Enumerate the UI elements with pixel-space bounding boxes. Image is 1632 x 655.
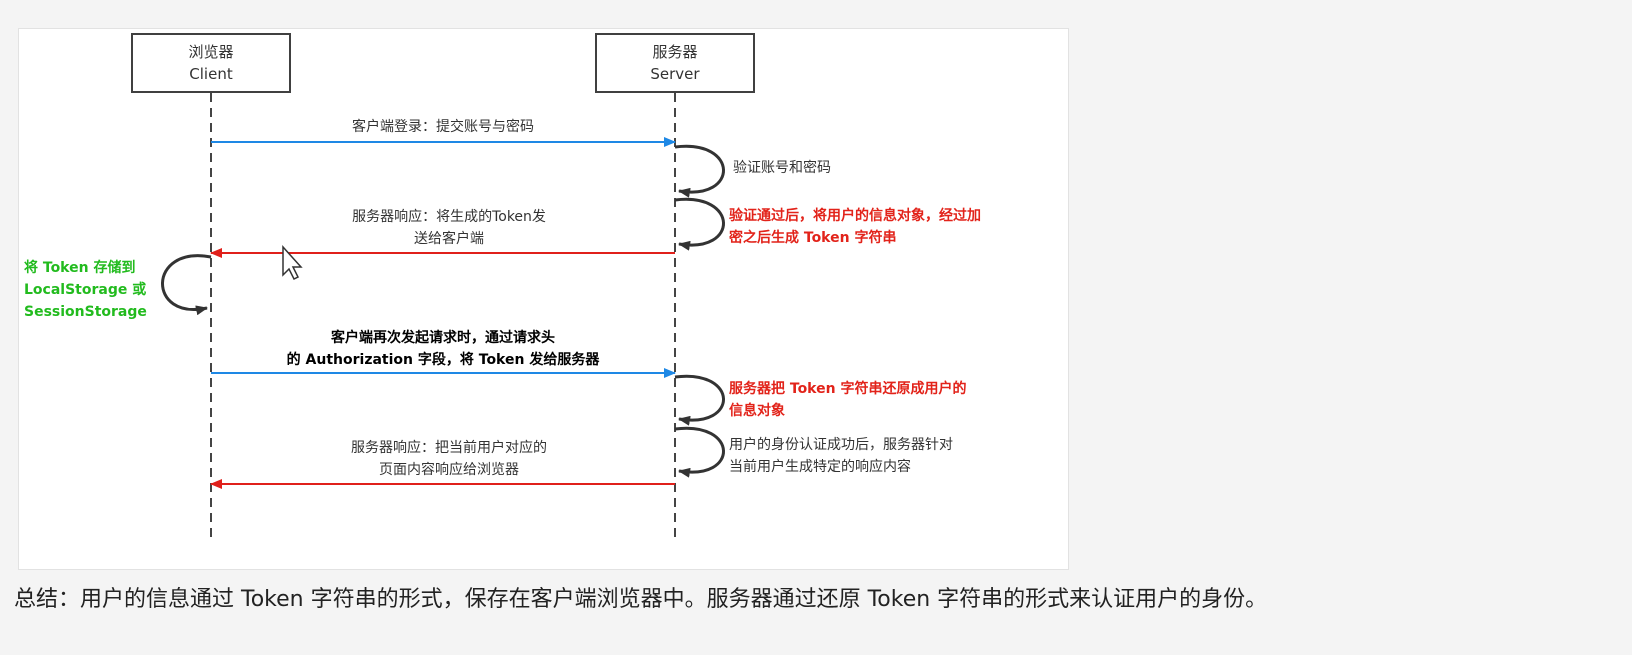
auth-success-self-loop (674, 426, 725, 478)
client-actor-title: 浏览器 (188, 43, 234, 61)
store-token-self-loop (161, 254, 212, 316)
summary-text: 总结：用户的信息通过 Token 字符串的形式，保存在客户端浏览器中。服务器通过… (14, 587, 1268, 612)
token-response-message-line2: 送给客户端 (414, 231, 484, 247)
verify-self-loop (674, 144, 725, 198)
token-response-message-line1: 服务器响应：将生成的Token发 (352, 209, 546, 225)
mouse-cursor-icon (282, 245, 303, 281)
restore-token-note-line1: 服务器把 Token 字符串还原成用户的 (729, 381, 967, 397)
page-response-message-line1: 服务器响应：把当前用户对应的 (351, 440, 547, 456)
request-message-line2: 的 Authorization 字段，将 Token 发给服务器 (286, 352, 600, 368)
client-actor-box: 浏览器 Client (131, 33, 291, 93)
auth-success-note-line2: 当前用户生成特定的响应内容 (729, 459, 911, 475)
sequence-diagram: 浏览器 Client 服务器 Server 客户端登录：提交账号与密码 服务器响… (18, 28, 1069, 570)
server-actor-title: 服务器 (652, 43, 698, 61)
auth-success-note-line1: 用户的身份认证成功后，服务器针对 (729, 437, 953, 453)
generate-token-self-loop (674, 197, 725, 251)
login-message: 客户端登录：提交账号与密码 (352, 119, 534, 135)
request-message-line1: 客户端再次发起请求时，通过请求头 (331, 330, 555, 346)
store-token-note-line1: 将 Token 存储到 (24, 260, 136, 276)
client-actor-subtitle: Client (189, 65, 233, 83)
restore-token-note-line2: 信息对象 (729, 403, 785, 419)
store-token-note-line3: SessionStorage (24, 304, 147, 320)
store-token-note-line2: LocalStorage 或 (24, 282, 147, 298)
page-response-message-line2: 页面内容响应给浏览器 (379, 462, 519, 478)
server-actor-subtitle: Server (650, 65, 700, 83)
restore-token-self-loop (674, 374, 725, 426)
generate-token-note-line2: 密之后生成 Token 字符串 (729, 230, 897, 246)
verify-note: 验证账号和密码 (733, 160, 831, 176)
diagram-canvas (161, 93, 725, 537)
server-actor-box: 服务器 Server (595, 33, 755, 93)
generate-token-note-line1: 验证通过后，将用户的信息对象，经过加 (729, 208, 981, 224)
